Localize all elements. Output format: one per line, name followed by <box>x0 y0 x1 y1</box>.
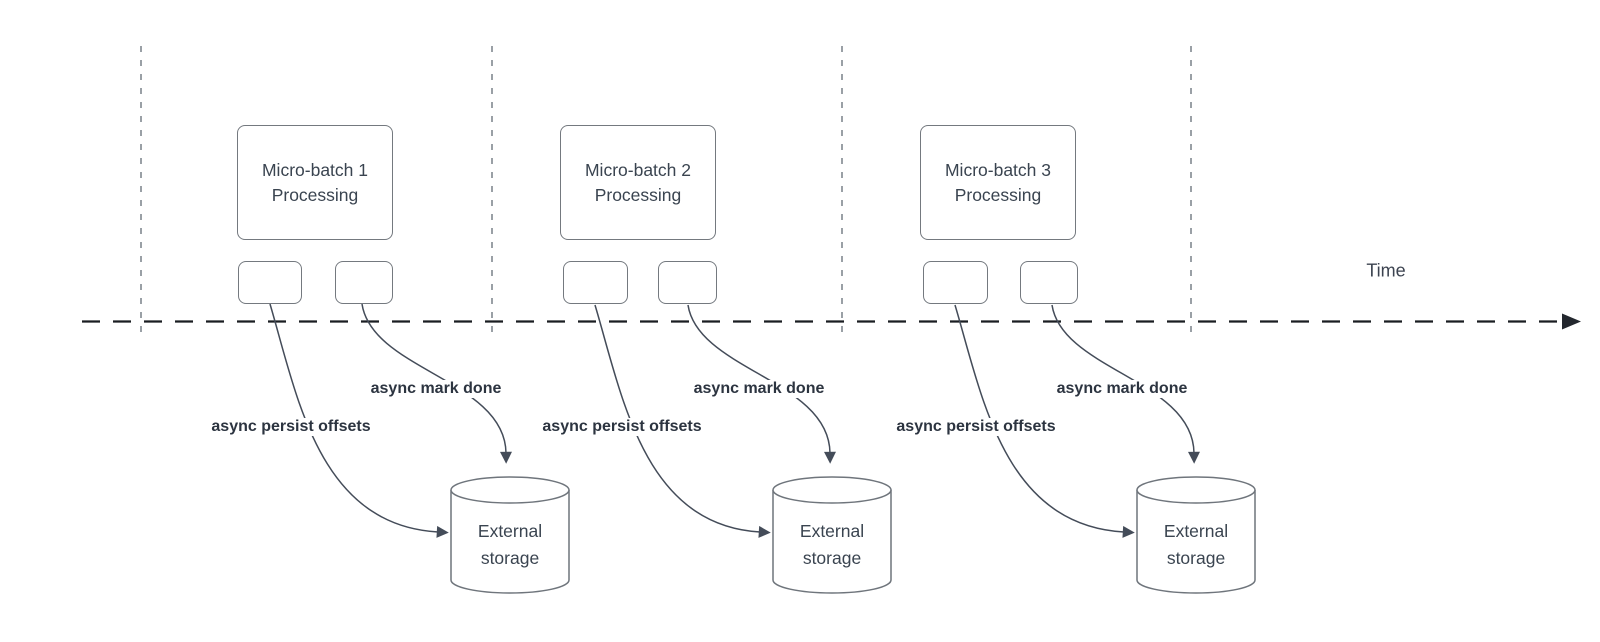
mark-done-label-1: async mark done <box>368 380 504 398</box>
process-box-title-line2: Processing <box>954 184 1042 205</box>
process-box-microbatch-1: Micro-batch 1 Processing <box>237 125 393 240</box>
time-axis-arrowhead-icon <box>1562 313 1581 330</box>
commit-rect-3a <box>923 261 988 304</box>
storage-cylinder-2 <box>772 476 892 594</box>
persist-offsets-arrow-3 <box>954 304 1135 538</box>
storage-label-line2: storage <box>1166 548 1226 568</box>
persist-offsets-label-1: async persist offsets <box>209 418 373 436</box>
mark-done-arrow-2 <box>687 304 836 464</box>
storage-label-line1: External <box>799 521 865 541</box>
storage-cylinder-3 <box>1136 476 1256 594</box>
commit-rect-1b <box>335 261 393 304</box>
persist-offsets-arrow-1 <box>269 303 449 538</box>
process-box-title-line1: Micro-batch 3 <box>944 159 1051 180</box>
commit-rect-1a <box>238 261 302 304</box>
time-axis-label: Time <box>1366 260 1406 281</box>
storage-label-line2: storage <box>480 548 540 568</box>
process-box-microbatch-2: Micro-batch 2 Processing <box>560 125 716 240</box>
mark-done-label-2: async mark done <box>691 380 827 398</box>
process-box-title-line2: Processing <box>271 184 359 205</box>
storage-label-2: External storage <box>776 518 888 572</box>
process-box-title-line1: Micro-batch 2 <box>584 159 691 180</box>
storage-label-3: External storage <box>1140 518 1252 572</box>
storage-cylinder-1 <box>450 476 570 594</box>
mark-done-label-3: async mark done <box>1054 380 1190 398</box>
persist-offsets-arrow-2 <box>594 304 771 538</box>
commit-rect-3b <box>1020 261 1078 304</box>
process-box-title-line1: Micro-batch 1 <box>261 159 368 180</box>
persist-offsets-label-3: async persist offsets <box>894 418 1058 436</box>
process-box-title-line2: Processing <box>594 184 682 205</box>
process-box-microbatch-3: Micro-batch 3 Processing <box>920 125 1076 240</box>
storage-label-line1: External <box>1163 521 1229 541</box>
storage-label-line2: storage <box>802 548 862 568</box>
commit-rect-2a <box>563 261 628 304</box>
storage-label-1: External storage <box>454 518 566 572</box>
persist-offsets-label-2: async persist offsets <box>540 418 704 436</box>
mark-done-arrow-1 <box>361 303 512 464</box>
storage-label-line1: External <box>477 521 543 541</box>
mark-done-arrow-3 <box>1051 304 1200 464</box>
commit-rect-2b <box>658 261 717 304</box>
